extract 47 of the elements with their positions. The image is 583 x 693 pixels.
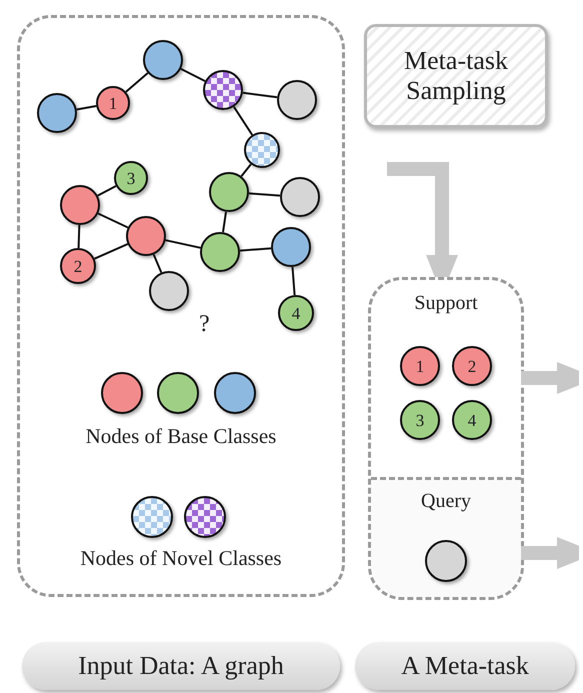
query-panel (371, 480, 521, 597)
graph-node (209, 172, 249, 212)
graph-edge (78, 224, 80, 248)
graph-edge (94, 243, 128, 260)
graph-edge (97, 185, 116, 196)
legend-text: Nodes of Novel Classes (79, 546, 283, 571)
graph-node: 2 (60, 248, 96, 284)
graph-node (37, 93, 77, 133)
graph-edge (152, 254, 162, 273)
graph-node (244, 132, 280, 168)
graph-edge (242, 92, 278, 98)
section-label: Query (420, 490, 472, 513)
graph-node (149, 271, 189, 311)
graph-edge (292, 266, 296, 296)
graph-edge (240, 247, 272, 252)
graph-edge (248, 192, 280, 197)
dashed-panel (368, 277, 524, 600)
graph-node (271, 227, 311, 267)
graph-node (126, 216, 166, 256)
graph-node: 1 (96, 86, 130, 120)
caption-pill: A Meta-task (355, 642, 575, 690)
graph-edge (125, 72, 148, 93)
graph-edge (240, 164, 252, 177)
graph-node (203, 70, 243, 110)
process-box: Meta-task Sampling (364, 24, 548, 128)
graph-edge (233, 106, 254, 136)
graph-node (277, 80, 317, 120)
caption-pill: Input Data: A graph (22, 642, 340, 690)
legend-text: Nodes of Base Classes (84, 424, 278, 449)
graph-node (60, 185, 100, 225)
graph-node: 4 (452, 400, 492, 440)
graph-node: 1 (400, 346, 440, 386)
graph-node (425, 540, 467, 582)
graph-edge (165, 239, 201, 249)
graph-node (280, 177, 320, 217)
graph-edge (76, 105, 96, 110)
graph-node: 3 (114, 161, 148, 195)
section-label: Support (413, 292, 479, 315)
graph-edge (222, 212, 227, 232)
question-mark: ? (199, 311, 210, 338)
graph-node: 3 (400, 400, 440, 440)
graph-node: 2 (452, 346, 492, 386)
graph-edge (98, 212, 128, 228)
graph-node (143, 40, 183, 80)
graph-node: 4 (278, 295, 314, 331)
graph-edge (180, 68, 206, 82)
graph-node (200, 232, 240, 272)
